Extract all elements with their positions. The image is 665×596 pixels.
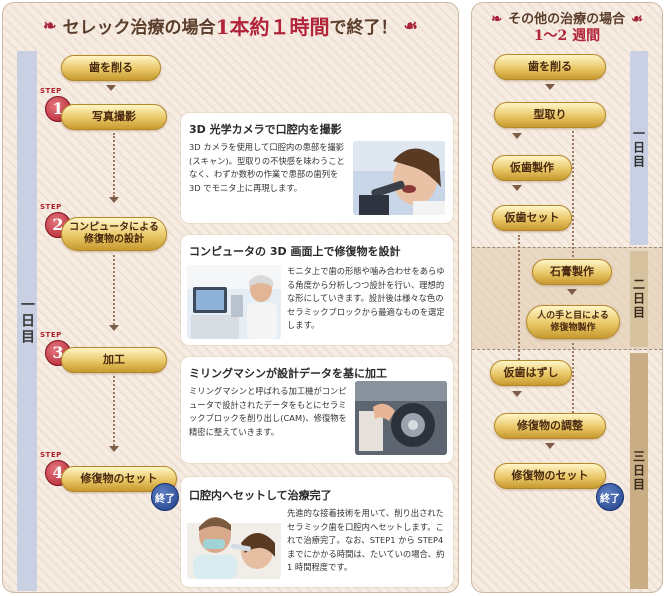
other-step-pill: 石膏製作	[532, 259, 612, 285]
day-divider	[472, 247, 662, 248]
step-word: STEP	[40, 87, 62, 95]
flow-line	[113, 133, 115, 197]
title-highlight: 1本約１時間	[215, 14, 330, 39]
ornament-left-icon: ❧	[491, 12, 503, 27]
step-1-card-title: 3D 光学カメラで口腔内を撮影	[189, 123, 342, 136]
lab-fabrication-pill: 人の手と目による 修復物製作	[526, 305, 620, 339]
right-day-1-label: 一日目	[630, 51, 648, 245]
arrow-down-icon	[545, 443, 555, 449]
camera-scan-photo	[353, 141, 445, 215]
ornament-right-icon: ☙	[631, 12, 643, 27]
step-4-card-title: 口腔内へセットして治療完了	[189, 489, 332, 502]
flow-line	[113, 255, 115, 325]
celec-treatment-panel: ❧ セレック治療の場合 1本約１時間 で終了！ ☙ 一日目 歯を削る STEP …	[2, 2, 459, 593]
step-4-card: 口腔内へセットして治療完了 先進的な接着技術を用いて、削り出されたセラミック歯を…	[181, 477, 453, 587]
arrow-down-icon	[512, 391, 522, 397]
step-3-card-title: ミリングマシンが設計データを基に加工	[189, 367, 387, 380]
step-3-pill: 加工	[61, 347, 167, 373]
step-2-pill: コンピュータによる 修復物の設計	[61, 217, 167, 251]
start-step-pill: 歯を削る	[61, 55, 161, 81]
other-step-pill: 型取り	[494, 102, 606, 128]
day-divider	[472, 349, 662, 350]
step-3-card-text: ミリングマシンと呼ばれる加工機がコンピュータで設計されたデータをもとにセラミック…	[189, 386, 347, 437]
celec-title: ❧ セレック治療の場合 1本約１時間 で終了！ ☙	[3, 3, 458, 47]
arrow-down-icon	[109, 197, 119, 203]
arrow-down-icon	[106, 85, 116, 91]
arrow-down-icon	[567, 289, 577, 295]
treatment-complete-photo	[187, 505, 281, 579]
other-step-pill: 仮歯はずし	[490, 360, 572, 386]
end-badge: 終了	[151, 483, 179, 511]
step-1-card: 3D 光学カメラで口腔内を撮影 3D カメラを使用して口腔内の患部を撮影(スキャ…	[181, 113, 453, 223]
other-title-line1: その他の治療の場合	[508, 12, 626, 27]
right-day-2-label: 二日目	[630, 251, 648, 347]
flow-line	[113, 376, 115, 446]
other-treatment-panel: ❧ その他の治療の場合 ☙ 1〜2 週間 一日目 二日目 三日目 歯を削る 型取…	[471, 2, 663, 593]
other-step-pill: 修復物のセット	[494, 463, 606, 489]
step-2-card: コンピュータの 3D 画面上で修復物を設計 モニタ上で歯の形態や噛み合わせをあら…	[181, 235, 453, 345]
other-step-pill: 歯を削る	[494, 54, 606, 80]
end-badge: 終了	[596, 483, 624, 511]
step-2-card-title: コンピュータの 3D 画面上で修復物を設計	[189, 245, 401, 258]
ornament-right-icon: ☙	[403, 15, 418, 35]
flow-line	[518, 235, 520, 363]
left-day-label: 一日目	[17, 51, 37, 591]
other-step-pill: 仮歯製作	[492, 155, 572, 181]
step-word: STEP	[40, 203, 62, 211]
step-2-card-text: モニタ上で歯の形態や噛み合わせをあらゆる角度から分析しつつ設計を行い、理想的な形…	[287, 266, 445, 330]
right-day-3-label: 三日目	[630, 353, 648, 589]
step-4-card-text: 先進的な接着技術を用いて、削り出されたセラミック歯を口腔内へセットします。これで…	[287, 508, 445, 572]
other-step-pill: 修復物の調整	[494, 413, 606, 439]
other-title-line2: 1〜2 週間	[533, 28, 601, 44]
title-suffix: で終了！	[329, 17, 398, 38]
step-3-card: ミリングマシンが設計データを基に加工 ミリングマシンと呼ばれる加工機がコンピュー…	[181, 357, 453, 463]
milling-machine-photo	[355, 381, 447, 455]
step-1-card-text: 3D カメラを使用して口腔内の患部を撮影(スキャン)。型取りの不快感を味わうこと…	[189, 142, 345, 193]
other-step-pill: 仮歯セット	[492, 205, 572, 231]
arrow-down-icon	[512, 185, 522, 191]
flow-line	[572, 131, 574, 257]
computer-design-photo	[187, 265, 281, 339]
step-word: STEP	[40, 451, 62, 459]
step-word: STEP	[40, 331, 62, 339]
other-title: ❧ その他の治療の場合 ☙ 1〜2 週間	[472, 3, 662, 53]
arrow-down-icon	[109, 325, 119, 331]
ornament-left-icon: ❧	[43, 15, 57, 35]
arrow-down-icon	[545, 84, 555, 90]
flow-line	[572, 343, 574, 413]
title-prefix: セレック治療の場合	[62, 17, 216, 38]
arrow-down-icon	[109, 446, 119, 452]
arrow-down-icon	[512, 133, 522, 139]
step-1-pill: 写真撮影	[61, 104, 167, 130]
